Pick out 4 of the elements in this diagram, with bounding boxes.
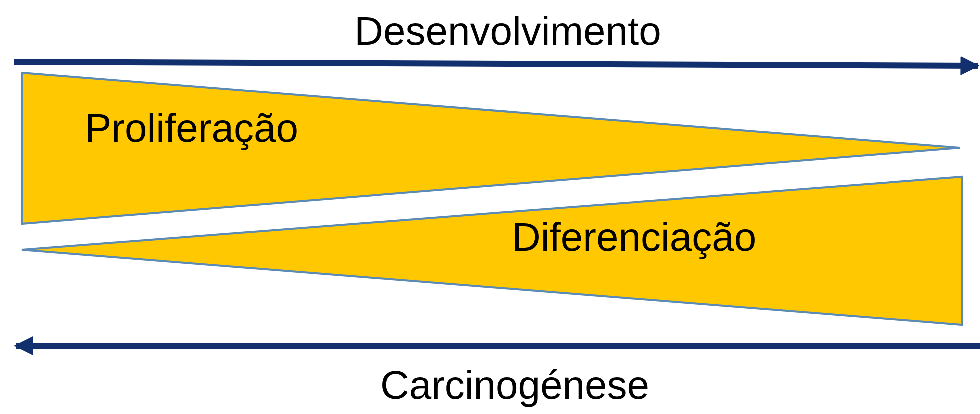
wedge-label: Diferenciação	[512, 218, 757, 258]
axis-label: Desenvolvimento	[354, 12, 662, 52]
axis-label: Carcinogénese	[380, 366, 650, 406]
wedge-label: Proliferação	[85, 109, 298, 149]
